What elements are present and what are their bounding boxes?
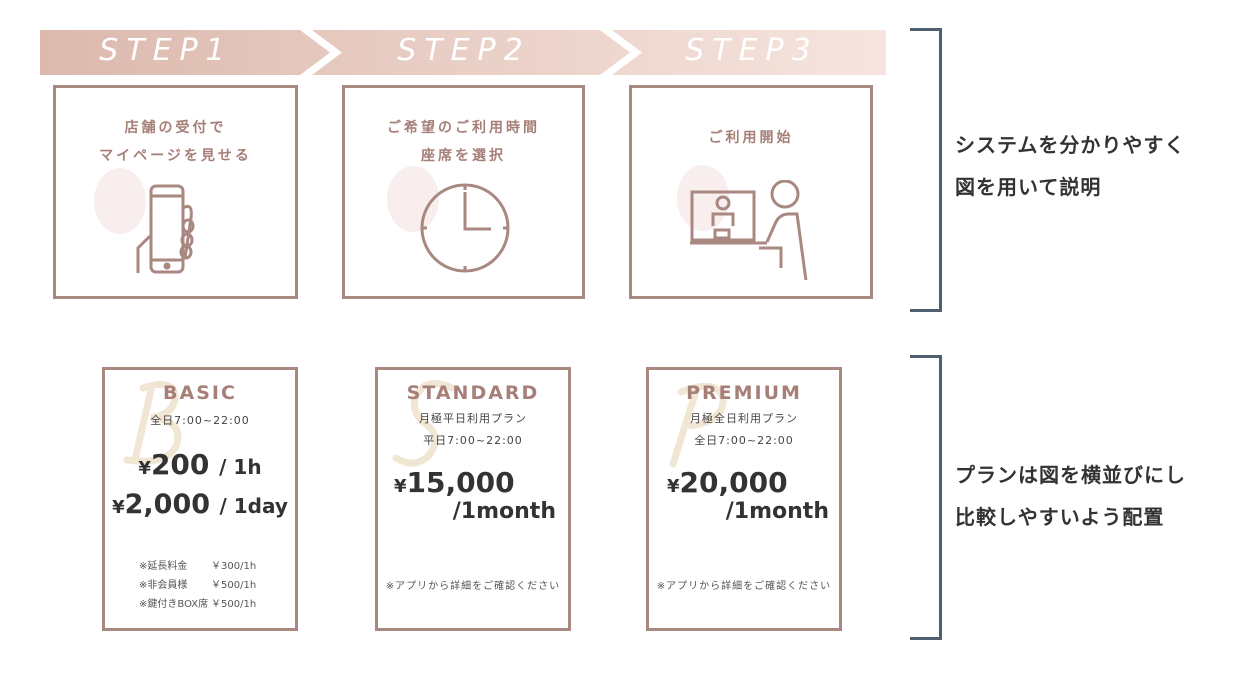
plan-name: STANDARD [406,382,540,404]
note-system-line1: システムを分かりやすく [955,133,1186,157]
extra-fee-row: ※延長料金 ￥300/1h [139,557,256,576]
plan-hours: 全日7:00~22:00 [694,434,794,447]
step1-arrow [40,30,330,75]
step3-text-line1: ご利用開始 [708,130,794,146]
note-plans-line2: 比較しやすいよう配置 [955,505,1165,529]
plan-price: ¥20,000 [649,466,839,499]
clock-icon [420,183,510,273]
price-amount: 200 [150,448,210,481]
price-hourly: ¥200 / 1h [105,448,295,481]
step2-label: STEP2 [397,33,531,68]
price-yen: ¥ [138,458,151,479]
extra-fee-value: ￥300/1h [211,561,257,572]
decorative-blob [94,168,146,234]
plan-card-premium: PREMIUM 月極全日利用プラン 全日7:00~22:00 ¥20,000 /… [646,367,842,631]
step2-box: ご希望のご利用時間座席を選択 [342,85,585,299]
step-arrow-band [40,30,886,75]
plan-type: 月極平日利用プラン [419,412,527,425]
step1-box: 店舗の受付でマイページを見せる [53,85,298,299]
price-daily: ¥2,000 / 1day [105,489,295,520]
plan-note: ※アプリから詳細をご確認ください [656,581,832,592]
plan-letter-p-watermark [669,382,727,468]
price-yen: ¥ [667,476,680,497]
step3-arrow [612,30,886,75]
extra-fee-label: ※延長料金 [139,561,188,572]
plan-letter-b-watermark [123,380,182,465]
step2-text-line2: 座席を選択 [421,148,506,164]
plan-name: PREMIUM [686,382,802,404]
price-amount: 20,000 [679,466,788,499]
step1-label: STEP1 [99,33,233,68]
plan-letter-s-watermark [392,380,456,467]
step1-text-line1: 店舗の受付で [124,120,227,136]
plan-type: 月極全日利用プラン [690,412,798,425]
extra-fee-value: ￥500/1h [211,580,257,591]
note-system: システムを分かりやすく 図を用いて説明 [955,124,1185,208]
step1-text-line2: マイページを見せる [99,148,252,164]
plan-price: ¥15,000 [378,466,568,499]
plan-unit: /1month [725,499,829,524]
bracket-steps [910,28,942,312]
extra-fee-label: ※鍵付きBOX席 [139,599,209,610]
step2-arrow [312,30,630,75]
step3-label: STEP3 [685,33,819,68]
extra-fee-row: ※鍵付きBOX席￥500/1h [139,595,256,614]
plan-note: ※アプリから詳細をご確認ください [385,581,561,592]
extra-fee-value: ￥500/1h [211,599,257,610]
extra-fee-row: ※非会員様 ￥500/1h [139,576,256,595]
price-unit: / 1day [219,494,288,518]
plan-unit: /1month [452,499,556,524]
plan-card-standard: STANDARD 月極平日利用プラン 平日7:00~22:00 ¥15,000 … [375,367,571,631]
note-system-line2: 図を用いて説明 [955,175,1102,199]
extra-fees: ※延長料金 ￥300/1h ※非会員様 ￥500/1h ※鍵付きBOX席￥500/1… [139,557,256,614]
step3-box: ご利用開始 [629,85,873,299]
price-yen: ¥ [112,497,125,518]
price-unit: / 1h [219,455,262,479]
note-plans-line1: プランは図を横並びにし [955,463,1186,487]
decorative-blob [387,166,439,232]
plan-name: BASIC [163,382,237,404]
price-yen: ¥ [394,476,407,497]
price-amount: 15,000 [406,466,515,499]
plan-hours: 全日7:00~22:00 [150,414,250,427]
plan-card-basic: BASIC 全日7:00~22:00 ¥200 / 1h ¥2,000 / 1d… [102,367,298,631]
note-plans: プランは図を横並びにし 比較しやすいよう配置 [955,454,1186,538]
smartphone-hand-icon [136,184,195,274]
price-amount: 2,000 [124,489,211,520]
plan-hours: 平日7:00~22:00 [423,434,523,447]
person-laptop-icon [690,180,808,280]
extra-fee-label: ※非会員様 [139,580,188,591]
bracket-plans [910,355,942,640]
step2-text-line1: ご希望のご利用時間 [387,120,540,136]
